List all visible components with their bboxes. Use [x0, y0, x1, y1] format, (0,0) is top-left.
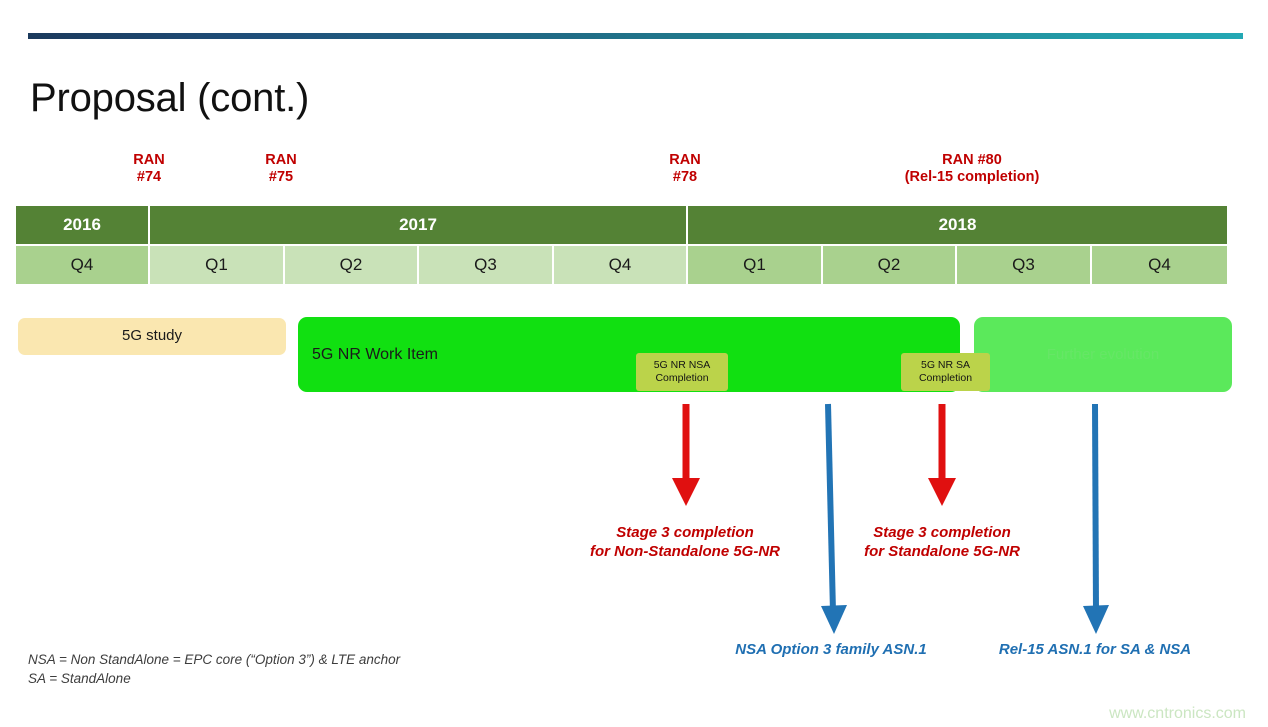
timeline-year-row: 2016 2017 2018 — [16, 206, 1227, 244]
timeline-quarter-2018-q4: Q4 — [1092, 246, 1227, 284]
arrow-red-sa — [928, 404, 956, 506]
badge-5g-nr-sa-line1: 5G NR SA — [920, 359, 970, 371]
ran-marker-80-line1: RAN #80 — [942, 152, 1002, 168]
badge-5g-nr-nsa-line1: 5G NR NSA — [653, 359, 711, 371]
timeline-quarter-2018-q1: Q1 — [688, 246, 823, 284]
ran-marker-80-line2: (Rel-15 completion) — [904, 169, 1040, 185]
bar-5g-nr-work-item-label: 5G NR Work Item — [312, 345, 438, 363]
ran-marker-74-line2: #74 — [136, 169, 162, 185]
bar-5g-nr-work-item: 5G NR Work Item — [298, 317, 960, 392]
watermark: www.cntronics.com — [1109, 705, 1246, 722]
timeline-table: 2016 2017 2018 Q4 Q1 Q2 Q3 Q4 Q1 Q2 Q3 Q… — [16, 206, 1227, 284]
timeline-quarter-row: Q4 Q1 Q2 Q3 Q4 Q1 Q2 Q3 Q4 — [16, 246, 1227, 284]
arrow-blue-rel15-asn1 — [1083, 403, 1109, 634]
annotation-rel15-asn1: Rel-15 ASN.1 for SA & NSA — [999, 640, 1191, 659]
bar-5g-study: 5G study — [18, 318, 286, 355]
ran-marker-74: RAN #74 — [133, 152, 164, 186]
annotation-stage3-sa: Stage 3 completion for Standalone 5G-NR — [864, 523, 1020, 561]
badge-5g-nr-nsa-line2: Completion — [655, 372, 709, 384]
annotation-stage3-sa-line2: for Standalone 5G-NR — [864, 543, 1020, 560]
arrow-blue-nsa-asn1 — [821, 403, 847, 634]
bar-further-evolution: Further evolution — [974, 317, 1232, 392]
header-rule — [28, 33, 1243, 39]
timeline-year-2017: 2017 — [150, 206, 688, 244]
annotation-nsa-option3-asn1: NSA Option 3 family ASN.1 — [735, 640, 926, 659]
bar-5g-study-label: 5G study — [121, 327, 183, 344]
annotation-stage3-sa-line1: Stage 3 completion — [873, 524, 1011, 541]
ran-marker-78: RAN #78 — [669, 152, 700, 186]
ran-marker-78-line2: #78 — [672, 169, 698, 185]
ran-marker-80: RAN #80 (Rel-15 completion) — [905, 152, 1040, 186]
timeline-year-2018: 2018 — [688, 206, 1227, 244]
page-title: Proposal (cont.) — [30, 76, 310, 120]
arrow-red-nsa — [672, 404, 700, 506]
timeline-year-2016: 2016 — [16, 206, 150, 244]
bar-further-evolution-label: Further evolution — [1046, 346, 1160, 363]
annotation-stage3-nsa-line2: for Non-Standalone 5G-NR — [590, 543, 780, 560]
timeline-quarter-2017-q3: Q3 — [419, 246, 554, 284]
annotation-stage3-nsa: Stage 3 completion for Non-Standalone 5G… — [590, 523, 780, 561]
annotation-nsa-option3-asn1-line1: NSA Option 3 family ASN.1 — [735, 641, 927, 658]
ran-marker-75-line2: #75 — [268, 169, 294, 185]
annotation-rel15-asn1-line1: Rel-15 ASN.1 for SA & NSA — [998, 641, 1192, 658]
timeline-quarter-2018-q3: Q3 — [957, 246, 1092, 284]
ran-marker-74-line1: RAN — [133, 152, 165, 168]
timeline-quarter-2016-q4: Q4 — [16, 246, 150, 284]
badge-5g-nr-nsa-completion: 5G NR NSA Completion — [636, 353, 728, 391]
ran-marker-75: RAN #75 — [265, 152, 296, 186]
timeline-quarter-2018-q2: Q2 — [823, 246, 957, 284]
ran-marker-75-line1: RAN — [265, 152, 297, 168]
footnote-legend: NSA = Non StandAlone = EPC core (“Option… — [28, 652, 401, 686]
timeline-quarter-2017-q4: Q4 — [554, 246, 688, 284]
badge-5g-nr-sa-line2: Completion — [918, 372, 973, 384]
annotation-stage3-nsa-line1: Stage 3 completion — [616, 524, 754, 541]
badge-5g-nr-sa-completion: 5G NR SA Completion — [901, 353, 990, 391]
timeline-quarter-2017-q2: Q2 — [285, 246, 419, 284]
timeline-quarter-2017-q1: Q1 — [150, 246, 285, 284]
ran-marker-78-line1: RAN — [669, 152, 701, 168]
